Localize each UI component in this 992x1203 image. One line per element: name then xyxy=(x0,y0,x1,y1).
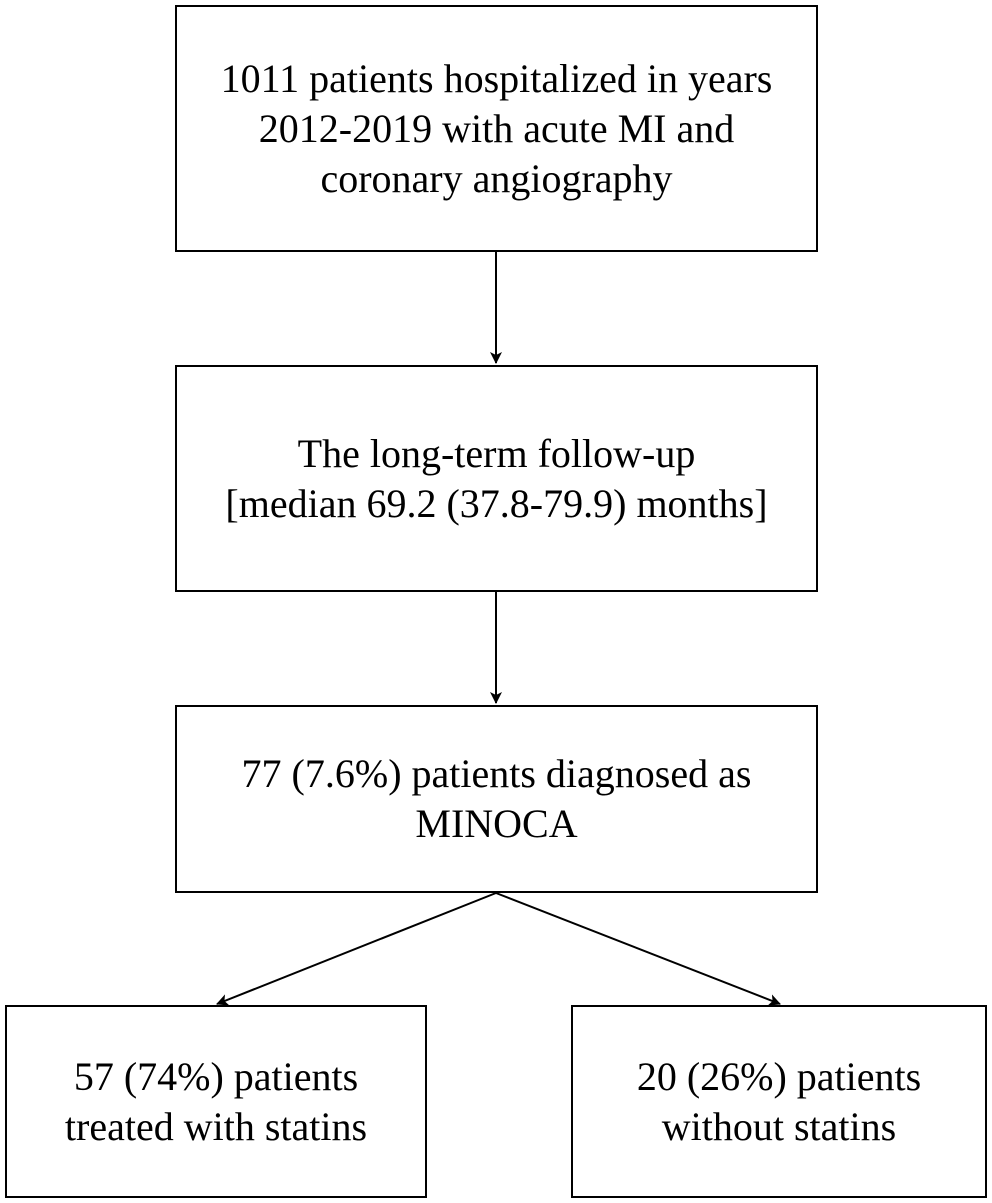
minoca-line-1: 77 (7.6%) patients diagnosed as xyxy=(241,751,752,796)
enrollment-line-1: 1011 patients hospitalized in years xyxy=(220,55,773,101)
follow-up-line-1: The long-term follow-up xyxy=(297,430,696,476)
statins-line-1: 57 (74%) patients xyxy=(73,1053,359,1099)
no-statins-line-1: 20 (26%) patients xyxy=(636,1053,922,1099)
enrollment-box: 1011 patients hospitalized in years 2012… xyxy=(175,5,818,252)
minoca-box: 77 (7.6%) patients diagnosed as MINOCA xyxy=(175,705,818,893)
arrow-minoca-to-statins xyxy=(216,892,497,1006)
arrow-minoca-to-no-statins xyxy=(495,892,781,1006)
enrollment-line-3: coronary angiography xyxy=(320,155,673,201)
follow-up-box: The long-term follow-up [median 69.2 (37… xyxy=(175,365,818,592)
enrollment-line-2: 2012-2019 with acute MI and xyxy=(258,105,735,151)
statins-box: 57 (74%) patients treated with statins xyxy=(5,1005,427,1198)
minoca-line-2: MINOCA xyxy=(415,801,578,846)
statins-line-2: treated with statins xyxy=(64,1103,368,1149)
follow-up-line-2: [median 69.2 (37.8-79.9) months] xyxy=(225,480,768,526)
no-statins-line-2: without statins xyxy=(661,1103,897,1149)
no-statins-box: 20 (26%) patients without statins xyxy=(571,1005,987,1198)
